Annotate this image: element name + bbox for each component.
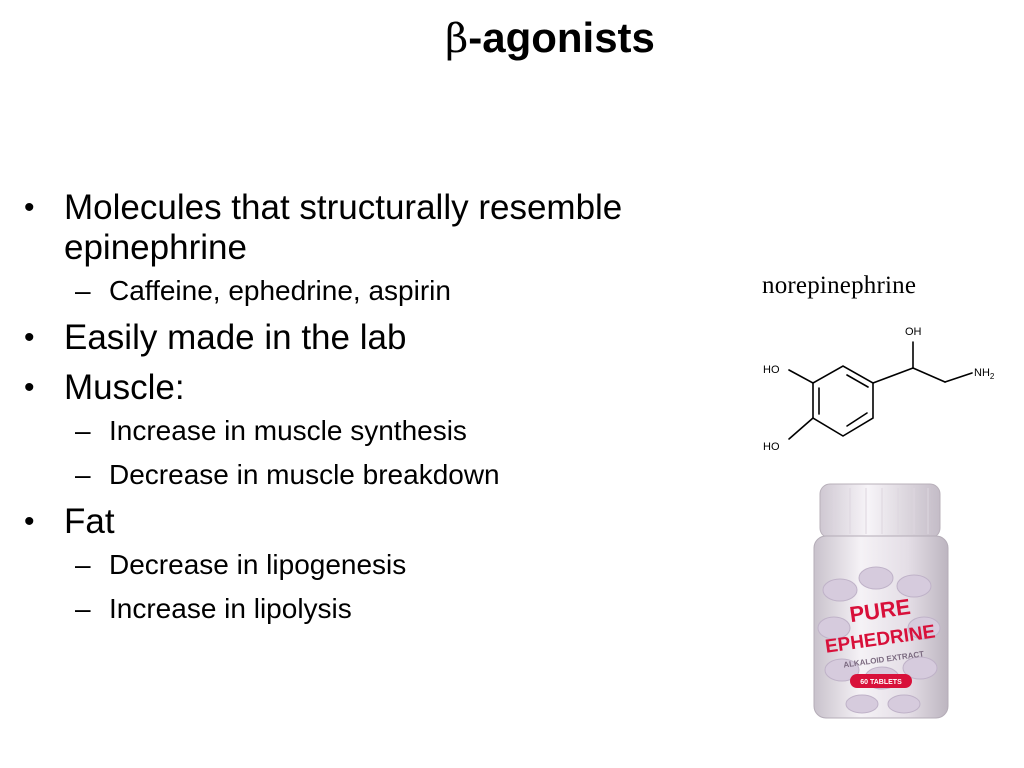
- bond-chain-2: [912, 367, 946, 383]
- dash-icon: –: [75, 593, 91, 624]
- bullet-text: Fat: [64, 502, 115, 541]
- bullet-dot-icon: •: [24, 371, 35, 404]
- double-bond: [846, 412, 868, 427]
- bond-chain-3: [944, 372, 973, 383]
- bullet-item: • Muscle: –Increase in muscle synthesis …: [24, 368, 724, 492]
- bullet-text: Muscle:: [64, 368, 185, 407]
- ephedrine-bottle-image: PURE EPHEDRINE ALKALOID EXTRACT 60 TABLE…: [813, 483, 949, 719]
- title-text: -agonists: [468, 14, 655, 61]
- sub-text: Caffeine, ephedrine, aspirin: [109, 275, 451, 306]
- sub-item: –Increase in lipolysis: [64, 592, 724, 626]
- molecule-label: norepinephrine: [762, 272, 917, 299]
- title-beta-symbol: β: [445, 16, 469, 62]
- bond-chain-1: [872, 367, 914, 384]
- sub-text: Increase in muscle synthesis: [109, 415, 467, 446]
- sub-item: –Increase in muscle synthesis: [64, 414, 724, 448]
- bullet-item: • Easily made in the lab: [24, 318, 724, 358]
- sub-list: –Decrease in lipogenesis –Increase in li…: [64, 548, 724, 626]
- bullet-dot-icon: •: [24, 321, 35, 354]
- bullet-dot-icon: •: [24, 191, 35, 224]
- sub-item: –Decrease in lipogenesis: [64, 548, 724, 582]
- sub-text: Increase in lipolysis: [109, 593, 352, 624]
- sub-item: –Decrease in muscle breakdown: [64, 458, 724, 492]
- atom-oh-top: OH: [905, 326, 922, 338]
- bottle-count-text: 60 TABLETS: [860, 679, 902, 686]
- double-bond: [846, 374, 869, 388]
- atom-ho-lower: HO: [763, 441, 780, 453]
- bullet-text: Easily made in the lab: [64, 318, 407, 357]
- bullet-item: • Fat –Decrease in lipogenesis –Increase…: [24, 502, 724, 626]
- norepinephrine-structure: OH HO HO NH2: [763, 326, 995, 453]
- sub-text: Decrease in muscle breakdown: [109, 459, 500, 490]
- bond-ho-upper: [788, 369, 814, 384]
- bullet-list: • Molecules that structurally resemble e…: [24, 188, 724, 626]
- dash-icon: –: [75, 549, 91, 580]
- sub-text: Decrease in lipogenesis: [109, 549, 407, 580]
- bullet-dot-icon: •: [24, 505, 35, 538]
- bullet-item: • Molecules that structurally resemble e…: [24, 188, 724, 308]
- sub-list: –Caffeine, ephedrine, aspirin: [64, 274, 724, 308]
- dash-icon: –: [75, 459, 91, 490]
- sub-list: –Increase in muscle synthesis –Decrease …: [64, 414, 724, 492]
- slide-title: β-agonists: [0, 14, 1024, 62]
- bullet-text: Molecules that structurally resemble epi…: [64, 188, 623, 267]
- bond-ho-lower: [788, 417, 814, 440]
- dash-icon: –: [75, 415, 91, 446]
- atom-nh: NH: [974, 367, 990, 379]
- atom-nh2: NH2: [974, 367, 995, 381]
- dash-icon: –: [75, 275, 91, 306]
- sub-item: –Caffeine, ephedrine, aspirin: [64, 274, 724, 308]
- atom-ho-upper: HO: [763, 364, 780, 376]
- benzene-ring: [812, 365, 874, 437]
- atom-nh-subscript: 2: [990, 372, 995, 381]
- bottle-count-badge: [850, 674, 912, 688]
- bottle-cap: [819, 483, 941, 539]
